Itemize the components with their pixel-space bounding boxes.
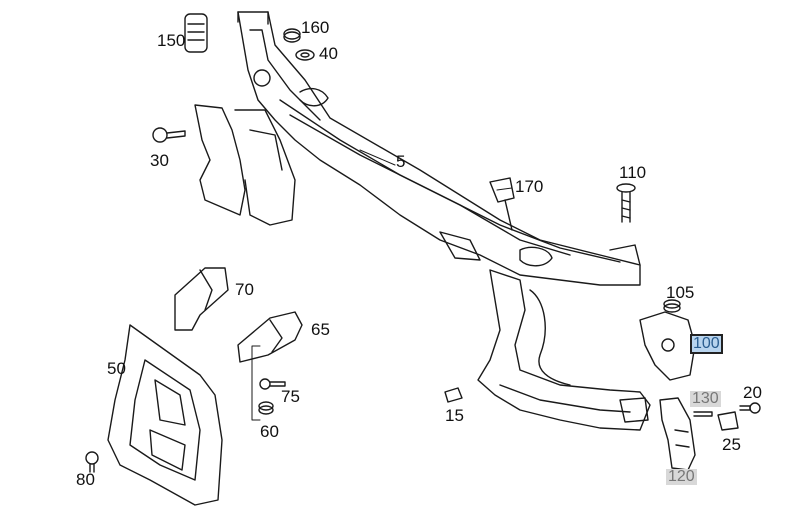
leader-lines xyxy=(251,149,513,421)
callout-30: 30 xyxy=(150,151,169,170)
nut-part-160 xyxy=(283,28,301,43)
washer-part-40 xyxy=(295,49,315,61)
sensor-part-170 xyxy=(489,177,515,231)
callout-25: 25 xyxy=(722,435,741,454)
callout-100-highlighted: 100 xyxy=(690,334,723,354)
callout-40: 40 xyxy=(319,44,338,63)
lower-arm-member xyxy=(477,269,651,431)
callout-70: 70 xyxy=(235,280,254,299)
clip-part-15 xyxy=(444,387,463,403)
left-side-bracket xyxy=(194,104,296,226)
callout-160: 160 xyxy=(301,18,330,37)
cross-member-part-5 xyxy=(237,11,641,286)
bolt-part-150 xyxy=(184,13,208,53)
callout-5: 5 xyxy=(396,152,406,171)
callout-65: 65 xyxy=(311,320,330,339)
bolt-part-110 xyxy=(616,183,636,223)
bracket-part-70 xyxy=(174,267,229,331)
nut-part-60 xyxy=(258,401,274,415)
plate-part-100 xyxy=(639,311,696,381)
callout-50: 50 xyxy=(107,359,126,378)
clip-part-25 xyxy=(717,411,739,431)
nut-part-105 xyxy=(663,299,681,313)
callout-75: 75 xyxy=(281,387,300,406)
bracket-part-120 xyxy=(659,397,696,471)
callout-60: 60 xyxy=(260,422,279,441)
callout-150: 150 xyxy=(157,31,186,50)
bracket-part-65 xyxy=(237,311,303,363)
callout-15: 15 xyxy=(445,406,464,425)
bolt-part-30 xyxy=(152,127,186,143)
callout-120: 120 xyxy=(666,468,697,485)
callout-130: 130 xyxy=(690,390,721,407)
callout-170: 170 xyxy=(515,177,544,196)
bolt-part-20 xyxy=(739,402,761,414)
bolt-part-80 xyxy=(85,451,99,473)
callout-110: 110 xyxy=(619,163,647,182)
frame-panel-part-50 xyxy=(107,324,223,506)
bolt-part-130 xyxy=(693,411,713,417)
callout-105: 105 xyxy=(666,283,695,302)
callout-20: 20 xyxy=(743,383,762,402)
callout-80: 80 xyxy=(76,470,95,489)
bolt-part-75 xyxy=(259,378,286,390)
